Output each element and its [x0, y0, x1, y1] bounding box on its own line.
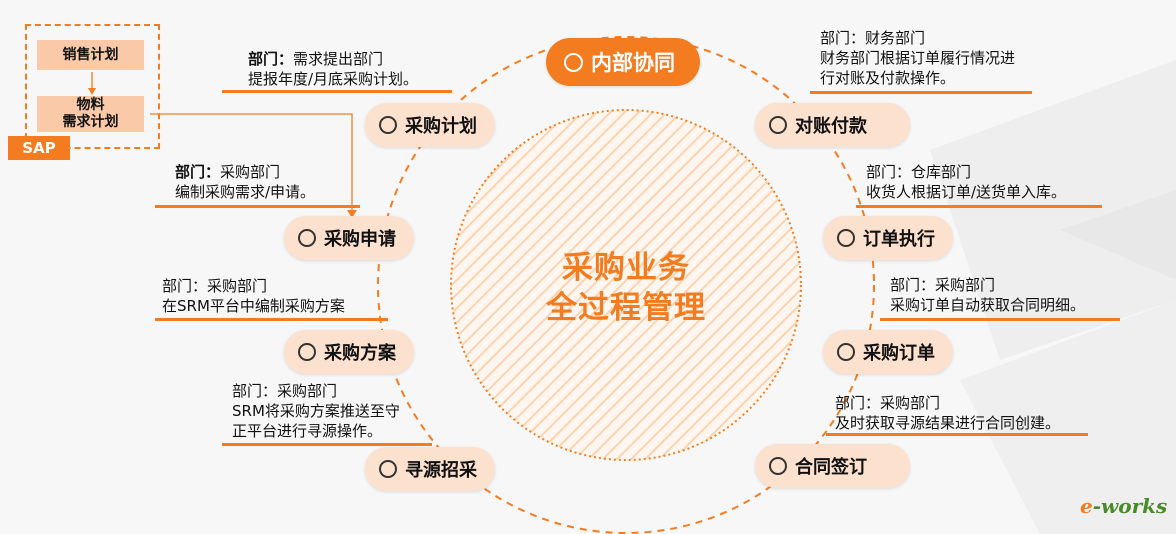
- node-sourcing-label: 寻源招采: [405, 460, 477, 481]
- note-plan: 部门：需求提出部门 提报年度/月底采购计划。: [248, 49, 418, 89]
- center-title-line1: 采购业务: [562, 250, 690, 286]
- note-sourcing: 部门：采购部门 SRM将采购方案推送至守 正平台进行寻源操作。: [232, 381, 400, 441]
- note-contract-line2: 及时获取寻源结果进行合同创建。: [835, 414, 1061, 432]
- note-reconcile-line3: 行对账及付款操作。: [820, 69, 956, 87]
- circle-icon: [564, 52, 583, 72]
- sap-sales-plan: 销售计划: [37, 40, 144, 70]
- note-reconcile-line1: 部门：财务部门: [820, 29, 926, 47]
- logo-rest: -works: [1092, 494, 1168, 518]
- note-sourcing-line1: 部门：采购部门: [232, 382, 338, 400]
- note-request-desc: 编制采购需求/申请。: [175, 183, 316, 201]
- note-contract: 部门：采购部门 及时获取寻源结果进行合同创建。: [835, 393, 1060, 433]
- circle-icon: [837, 229, 855, 247]
- note-order: 部门：采购部门 采购订单自动获取合同明细。: [890, 275, 1085, 315]
- outer-dashed-circle: [377, 36, 875, 534]
- node-internal[interactable]: 内部协同: [546, 38, 700, 86]
- note-execute-underline: [856, 205, 1102, 208]
- center-hatched-circle: [450, 109, 802, 461]
- note-scheme-line2: 在SRM平台中编制采购方案: [162, 297, 345, 315]
- note-sourcing-line2: SRM将采购方案推送至守: [232, 402, 400, 420]
- node-request-label: 采购申请: [324, 229, 396, 250]
- note-reconcile-underline: [810, 91, 1032, 94]
- circle-icon: [379, 460, 397, 478]
- note-order-line2: 采购订单自动获取合同明细。: [890, 296, 1086, 314]
- node-execute-label: 订单执行: [863, 229, 935, 250]
- note-scheme-underline: [155, 318, 388, 321]
- eworks-logo: e-works: [1080, 494, 1167, 518]
- note-order-line1: 部门：采购部门: [890, 276, 996, 294]
- note-scheme-line1: 部门：采购部门: [162, 277, 268, 295]
- node-order[interactable]: 采购订单: [823, 330, 953, 374]
- note-sourcing-line3: 正平台进行寻源操作。: [232, 422, 383, 440]
- note-reconcile: 部门：财务部门 财务部门根据订单履行情况进 行对账及付款操作。: [820, 28, 1015, 88]
- sap-connector-arrow: [347, 210, 357, 218]
- note-execute-line2: 收货人根据订单/送货单入库。: [866, 183, 1067, 201]
- center-title-line2: 全过程管理: [546, 290, 706, 326]
- sap-material-plan-line1: 物料: [76, 97, 105, 113]
- node-order-label: 采购订单: [863, 343, 935, 364]
- note-order-underline: [880, 318, 1120, 321]
- note-request-underline: [155, 205, 360, 208]
- note-sourcing-underline: [222, 443, 432, 446]
- sap-material-plan-line2: 需求计划: [62, 114, 119, 130]
- note-reconcile-line2: 财务部门根据订单履行情况进: [820, 49, 1016, 67]
- node-plan[interactable]: 采购计划: [365, 103, 495, 147]
- node-plan-label: 采购计划: [405, 116, 477, 137]
- circle-icon: [298, 343, 316, 361]
- node-scheme-label: 采购方案: [324, 343, 396, 364]
- node-reconcile[interactable]: 对账付款: [755, 103, 910, 147]
- sap-box: [25, 24, 160, 149]
- sap-material-plan: 物料 需求计划: [37, 96, 144, 132]
- note-request-dept-name: 采购部门: [220, 163, 281, 181]
- note-plan-desc: 提报年度/月底采购计划。: [248, 70, 419, 88]
- sap-tag: SAP: [8, 136, 70, 160]
- circle-icon: [769, 457, 787, 475]
- note-request-dept: 部门：: [175, 163, 221, 181]
- note-execute-line1: 部门：仓库部门: [866, 163, 972, 181]
- logo-prefix: e: [1080, 494, 1093, 518]
- note-execute: 部门：仓库部门 收货人根据订单/送货单入库。: [866, 162, 1066, 202]
- node-request[interactable]: 采购申请: [284, 216, 414, 260]
- node-scheme[interactable]: 采购方案: [284, 330, 414, 374]
- center-title: 采购业务 全过程管理: [520, 248, 732, 328]
- note-plan-dept-name: 需求提出部门: [293, 50, 384, 68]
- note-contract-underline: [826, 433, 1088, 436]
- node-reconcile-label: 对账付款: [795, 116, 867, 137]
- note-request: 部门：采购部门 编制采购需求/申请。: [175, 162, 315, 202]
- node-sourcing[interactable]: 寻源招采: [365, 447, 495, 491]
- note-plan-dept: 部门：: [248, 50, 294, 68]
- circle-icon: [769, 116, 787, 134]
- circle-icon: [298, 229, 316, 247]
- node-contract-label: 合同签订: [795, 457, 867, 478]
- circle-icon: [837, 343, 855, 361]
- node-contract[interactable]: 合同签订: [755, 444, 910, 488]
- note-scheme: 部门：采购部门 在SRM平台中编制采购方案: [162, 276, 345, 316]
- circle-icon: [379, 116, 397, 134]
- node-internal-label: 内部协同: [591, 51, 675, 75]
- sap-connector-line: [150, 113, 353, 214]
- note-plan-underline: [222, 90, 452, 93]
- node-execute[interactable]: 订单执行: [823, 216, 953, 260]
- note-contract-line1: 部门：采购部门: [835, 394, 941, 412]
